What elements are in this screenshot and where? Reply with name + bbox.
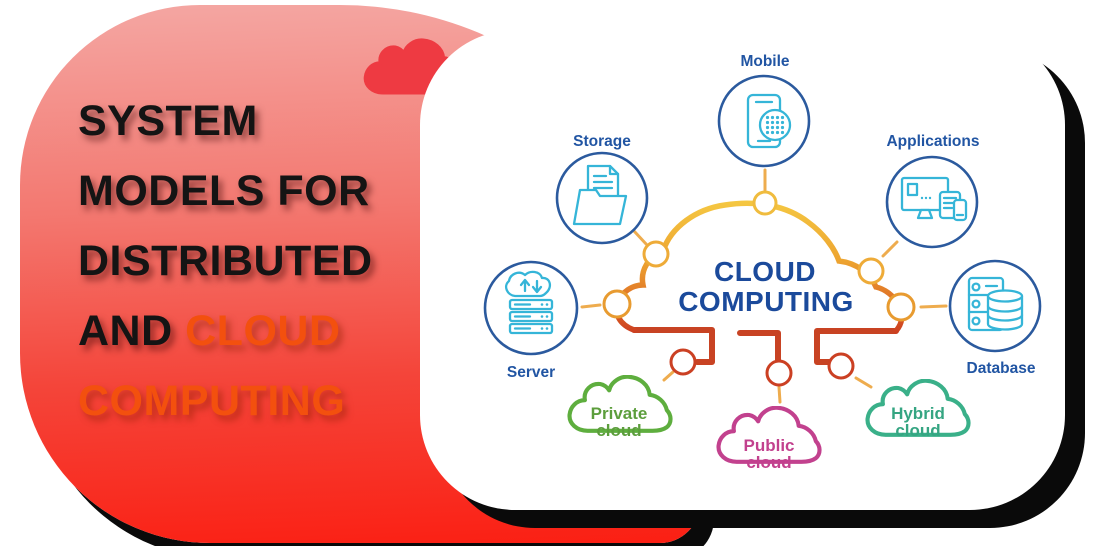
connector-public-cloud bbox=[777, 385, 782, 404]
node-bottom-middle bbox=[765, 359, 793, 387]
public-cloud-label-line1: Public bbox=[743, 436, 794, 455]
node-left bbox=[602, 289, 632, 319]
connector-hybrid-cloud bbox=[854, 376, 873, 389]
server-item: Server bbox=[483, 260, 579, 381]
public-cloud-label-line2: cloud bbox=[746, 453, 791, 472]
node-upper-left bbox=[642, 240, 670, 268]
cloud-leg-middle bbox=[737, 330, 781, 363]
hybrid-cloud-label-line1: Hybrid bbox=[891, 404, 945, 423]
storage-label: Storage bbox=[573, 133, 631, 150]
applications-item: Applications bbox=[885, 133, 980, 249]
server-icon bbox=[505, 270, 554, 335]
private-cloud-label-line1: Private bbox=[591, 404, 648, 423]
cloud-nodes bbox=[602, 190, 916, 387]
storage-item: Storage bbox=[555, 133, 649, 245]
center-title-line1: CLOUD bbox=[714, 256, 816, 287]
node-bottom-right bbox=[827, 352, 855, 380]
public-cloud: Public cloud bbox=[719, 408, 820, 472]
connector-database bbox=[919, 304, 948, 309]
center-title-line2: COMPUTING bbox=[678, 286, 854, 317]
database-icon bbox=[967, 276, 1024, 332]
headline-line-2: MODELS FOR bbox=[78, 167, 370, 215]
diagram-card: CLOUD COMPUTING Mobile bbox=[420, 30, 1065, 510]
storage-icon bbox=[572, 164, 628, 226]
cloud-leg-left bbox=[631, 327, 715, 365]
cloud-legs bbox=[631, 327, 899, 365]
mobile-item: Mobile bbox=[717, 53, 811, 168]
headline-accent-computing: COMPUTING bbox=[78, 377, 346, 425]
applications-label: Applications bbox=[886, 133, 979, 150]
server-label: Server bbox=[507, 364, 555, 381]
headline-line-3: DISTRIBUTED bbox=[78, 237, 373, 285]
node-right bbox=[886, 292, 916, 322]
headline-line-4: AND CLOUD bbox=[78, 307, 341, 355]
connector-server bbox=[580, 303, 602, 309]
headline-line-1: SYSTEM bbox=[78, 97, 258, 145]
private-cloud-label-line2: cloud bbox=[596, 421, 641, 440]
node-bottom-left bbox=[669, 348, 697, 376]
database-label: Database bbox=[967, 360, 1036, 377]
connectors bbox=[580, 168, 948, 404]
mobile-icon bbox=[746, 93, 792, 149]
hybrid-cloud: Hybrid cloud bbox=[868, 381, 969, 440]
connector-storage bbox=[632, 229, 649, 247]
cloud-computing-diagram: CLOUD COMPUTING Mobile bbox=[483, 53, 1042, 472]
private-cloud: Private cloud bbox=[570, 377, 671, 440]
hybrid-cloud-label-line2: cloud bbox=[895, 421, 940, 440]
applications-icon bbox=[900, 176, 968, 222]
cloud-leg-right bbox=[814, 328, 899, 365]
headline-line-5: COMPUTING bbox=[78, 366, 373, 436]
database-item: Database bbox=[948, 259, 1042, 377]
node-upper-right bbox=[857, 257, 885, 285]
connector-applications bbox=[881, 240, 899, 258]
mobile-label: Mobile bbox=[740, 53, 789, 70]
headline-accent-cloud: CLOUD bbox=[185, 307, 341, 355]
node-top bbox=[752, 190, 778, 216]
headline: SYSTEM MODELS FOR DISTRIBUTED AND CLOUD … bbox=[78, 86, 373, 436]
connector-private-cloud bbox=[662, 370, 675, 382]
